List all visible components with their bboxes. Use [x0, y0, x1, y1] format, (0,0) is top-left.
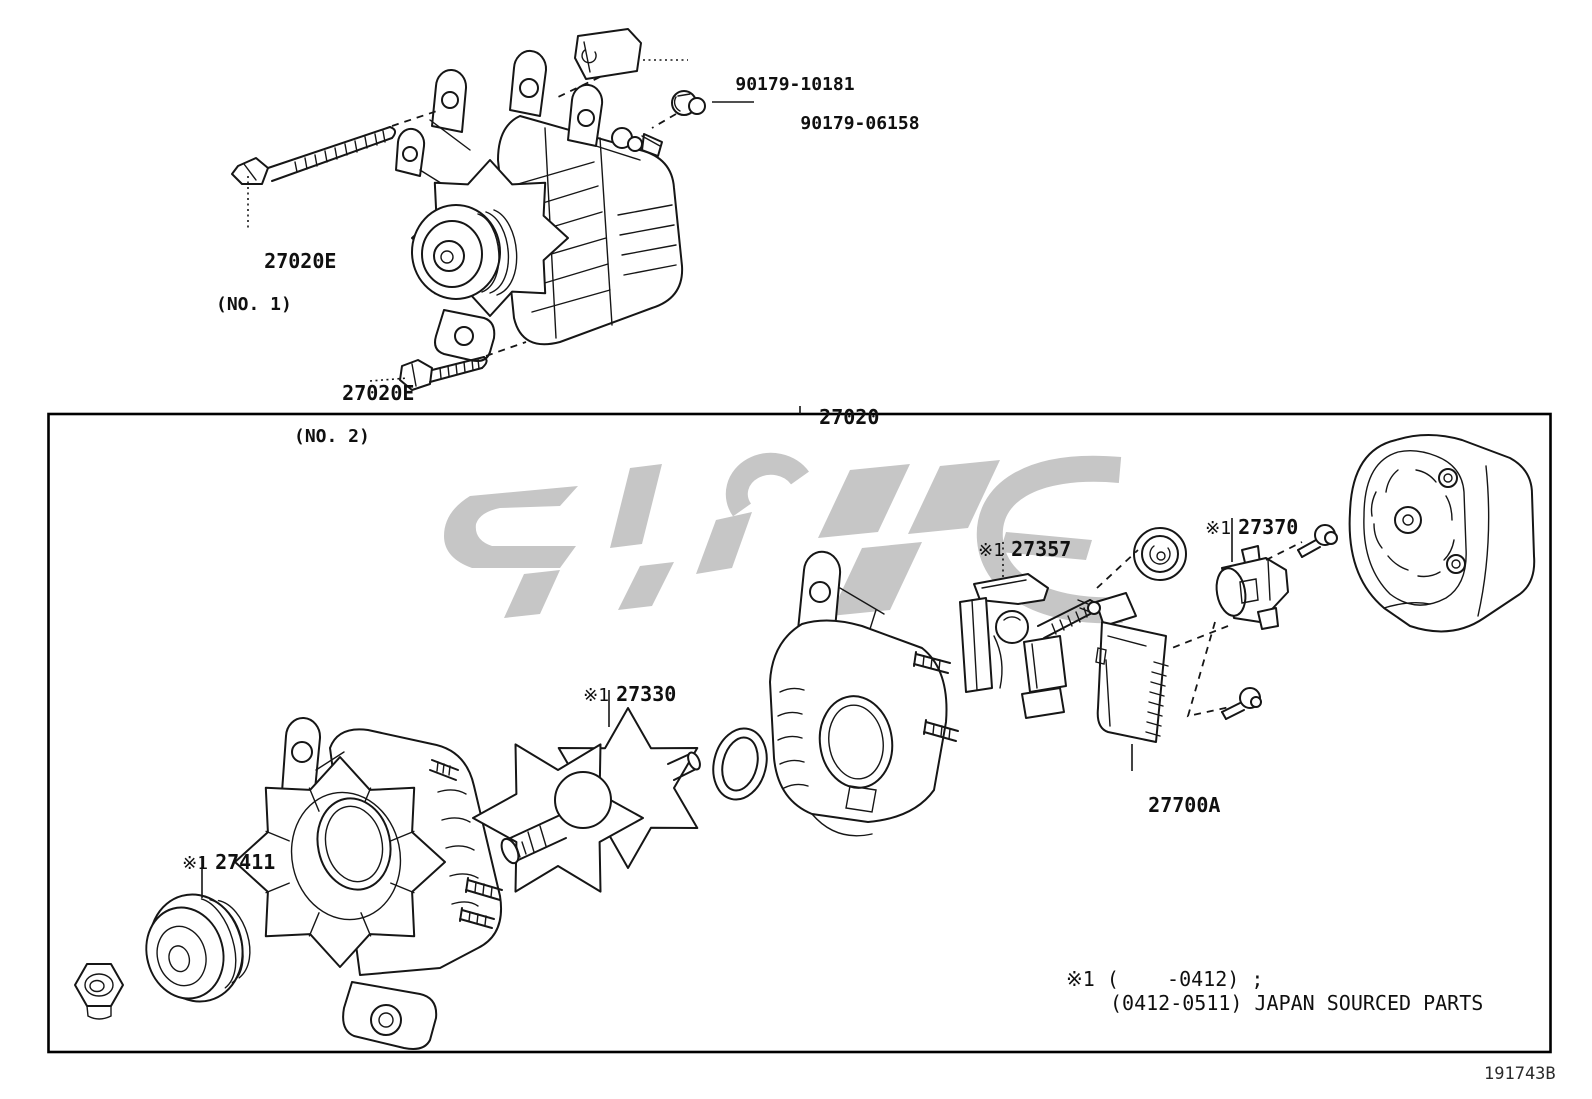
part-number: 27700A [1148, 793, 1221, 817]
part-number-suffix: (NO. 1) [216, 294, 292, 315]
callout-27357: ※1 27357 [930, 516, 1071, 584]
callout-90179-06158: 90179-06158 [757, 91, 920, 157]
bolt-a-drawing [1297, 524, 1338, 558]
bolt-90179-06158-drawing [671, 90, 706, 116]
part-number-suffix: (NO. 2) [294, 426, 370, 447]
nut-drawing [74, 963, 124, 1020]
watermark-glyph [908, 460, 1000, 534]
watermark-glyph [618, 562, 674, 610]
watermark-glyph [1000, 532, 1092, 560]
part-number: 27370 [1238, 515, 1299, 539]
rear-cover-drawing [1348, 434, 1536, 633]
bolt-27020e-no1-drawing [231, 126, 396, 185]
callout-27020: 27020 [771, 384, 879, 450]
watermark-glyph [504, 570, 560, 618]
watermark-glyph [610, 464, 662, 548]
callout-27411: ※1 27411 [134, 829, 275, 897]
brush-holder-drawing [959, 573, 1097, 719]
watermark-glyph [444, 486, 578, 568]
alternator-assembled-drawing [395, 49, 684, 362]
watermark-glyph [725, 452, 809, 517]
leader-lines-box [201, 518, 1303, 898]
watermark-glyph [696, 512, 752, 574]
bolt-27020e-no2-drawing [399, 356, 488, 391]
footnote-mark: ※1 [978, 540, 1005, 561]
front-bracket-drawing [234, 716, 503, 1050]
part-number: 90179-10181 [735, 74, 855, 95]
callout-27330: ※1 27330 [535, 661, 676, 729]
watermark [444, 452, 1123, 624]
footnote-mark: ※1 [583, 685, 610, 706]
callout-27700a: 27700A [1100, 772, 1220, 838]
pulley-drawing [145, 893, 251, 1003]
footnote-mark: ※1 [1205, 518, 1232, 539]
part-number: 27020E [264, 249, 337, 273]
part-number: 27020E [342, 381, 415, 405]
callout-27370: ※1 27370 [1157, 494, 1298, 562]
part-number: 27020 [819, 405, 880, 429]
callout-90179-10181: 90179-10181 [692, 52, 855, 118]
part-number: 27411 [215, 850, 276, 874]
brush-cover-drawing [1215, 545, 1289, 630]
watermark-glyph [830, 542, 922, 616]
rotor-drawing [472, 707, 701, 893]
watermark-glyph [818, 464, 910, 538]
o-ring-drawing [712, 727, 768, 801]
footnote-line1: ※1 ( -0412) ; [1066, 967, 1264, 991]
bracket-plate-drawing [574, 28, 642, 80]
footnote-line2: (0412-0511) JAPAN SOURCED PARTS [1110, 991, 1484, 1015]
part-number: 27357 [1011, 537, 1072, 561]
watermark-glyph [976, 455, 1123, 624]
callout-27020e-no2: 27020E (NO. 2) [294, 360, 414, 492]
rear-frame-drawing [769, 550, 959, 837]
callout-27020e-no1: 27020E (NO. 1) [216, 228, 336, 360]
doc-number: 191743B [1484, 1064, 1556, 1084]
part-number: 90179-06158 [800, 113, 920, 134]
footnote-mark: ※1 [182, 853, 209, 874]
regulator-drawing [1077, 592, 1169, 743]
bearing-cover-drawing [1133, 527, 1187, 581]
leader-lines-top [247, 59, 801, 414]
bolt-b-drawing [1221, 687, 1262, 720]
part-number: 27330 [616, 682, 677, 706]
